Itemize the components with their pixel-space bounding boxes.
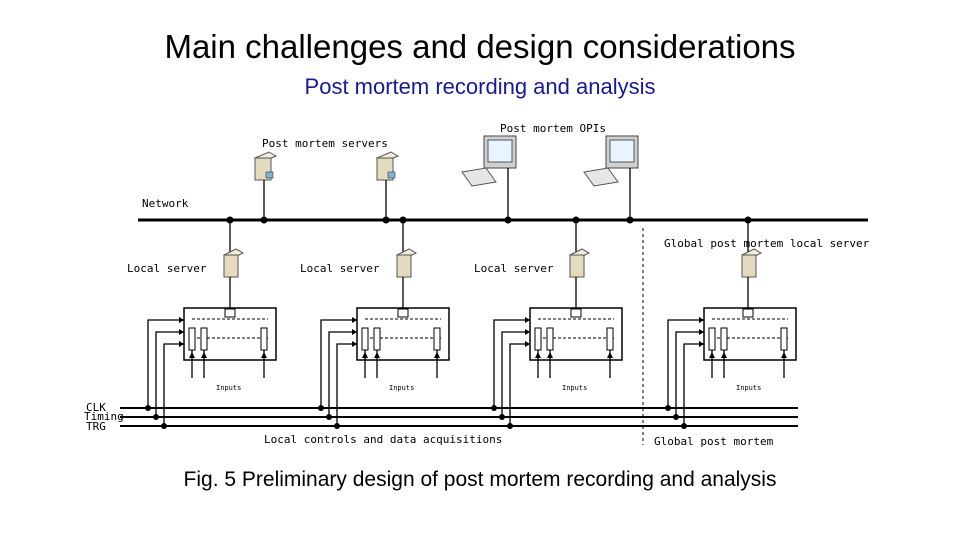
- input-arrow: [781, 352, 787, 358]
- pm-server-icon: [253, 151, 278, 181]
- monitor-icon: [461, 135, 517, 187]
- board-connector: [224, 308, 236, 318]
- feed-arrow: [525, 329, 530, 335]
- timing-feed: [336, 343, 357, 426]
- slide-subtitle: Post mortem recording and analysis: [304, 74, 656, 99]
- local-server-icon: [222, 248, 245, 278]
- channel-module: [433, 327, 441, 351]
- timing-feed: [147, 319, 184, 408]
- channel-module: [708, 327, 716, 351]
- timing-feed: [683, 343, 704, 426]
- board-connector: [397, 308, 409, 318]
- input-arrow: [261, 352, 267, 358]
- feed-arrow: [179, 317, 184, 323]
- input-arrow: [189, 352, 195, 358]
- timing-label: Timing: [84, 410, 124, 423]
- inputs-label: Inputs: [389, 384, 414, 392]
- input-arrow: [547, 352, 553, 358]
- timing-feed: [155, 331, 184, 417]
- acquisition-group: Inputs: [665, 216, 797, 429]
- local-server-icon: [740, 248, 763, 278]
- input-arrow: [535, 352, 541, 358]
- timing-feed: [163, 343, 184, 426]
- feed-arrow: [352, 341, 357, 347]
- timing-feed: [493, 319, 530, 408]
- feed-arrow: [179, 329, 184, 335]
- pm-opis-label: Post mortem OPIs: [500, 122, 606, 135]
- input-arrow: [374, 352, 380, 358]
- local-server-label: Local server: [300, 262, 380, 275]
- feed-arrow: [525, 317, 530, 323]
- inputs-label: Inputs: [216, 384, 241, 392]
- timing-feed: [328, 331, 357, 417]
- local-server-label: Local server: [474, 262, 554, 275]
- acquisition-group: Inputs: [491, 216, 623, 429]
- server-body: [569, 254, 585, 278]
- feed-arrow: [699, 317, 704, 323]
- acquisition-group: Inputs: [145, 216, 277, 429]
- timing-feed: [320, 319, 357, 408]
- inputs-label: Inputs: [736, 384, 761, 392]
- inputs-label: Inputs: [562, 384, 587, 392]
- channel-module: [720, 327, 728, 351]
- feed-arrow: [352, 329, 357, 335]
- network-node: [744, 216, 752, 224]
- server-body: [223, 254, 239, 278]
- timing-feed: [501, 331, 530, 417]
- figure-caption: Fig. 5 Preliminary design of post mortem…: [183, 468, 777, 491]
- global-server-label: Global post mortem local server: [664, 237, 870, 250]
- local-server-icon: [568, 248, 591, 278]
- board-connector: [570, 308, 582, 318]
- network-label: Network: [142, 197, 189, 210]
- pm-server-icon: [375, 151, 400, 181]
- server-body: [396, 254, 412, 278]
- channel-module: [780, 327, 788, 351]
- acquisition-group: Inputs: [318, 216, 450, 429]
- channel-module: [534, 327, 542, 351]
- channel-module: [606, 327, 614, 351]
- monitor-icon: [583, 135, 639, 187]
- network-node: [226, 216, 234, 224]
- input-arrow: [709, 352, 715, 358]
- timing-feed: [675, 331, 704, 417]
- server-body: [741, 254, 757, 278]
- network-node: [399, 216, 407, 224]
- feed-arrow: [699, 341, 704, 347]
- timing-feed: [509, 343, 530, 426]
- feed-arrow: [525, 341, 530, 347]
- channel-module: [260, 327, 268, 351]
- global-pm-label: Global post mortem: [654, 435, 774, 448]
- trg-label: TRG: [86, 420, 106, 433]
- pm-servers-label: Post mortem servers: [262, 137, 388, 150]
- channel-module: [546, 327, 554, 351]
- channel-module: [200, 327, 208, 351]
- timing-feed: [667, 319, 704, 408]
- local-server-icon: [395, 248, 418, 278]
- board-connector: [742, 308, 754, 318]
- channel-module: [188, 327, 196, 351]
- feed-arrow: [699, 329, 704, 335]
- input-arrow: [201, 352, 207, 358]
- network-node: [572, 216, 580, 224]
- slide-title: Main challenges and design consideration…: [164, 28, 796, 65]
- local-controls-label: Local controls and data acquisitions: [264, 433, 502, 446]
- input-arrow: [362, 352, 368, 358]
- clk-label: CLK: [86, 401, 106, 414]
- input-arrow: [607, 352, 613, 358]
- feed-arrow: [179, 341, 184, 347]
- channel-module: [373, 327, 381, 351]
- input-arrow: [434, 352, 440, 358]
- feed-arrow: [352, 317, 357, 323]
- channel-module: [361, 327, 369, 351]
- local-server-label: Local server: [127, 262, 207, 275]
- input-arrow: [721, 352, 727, 358]
